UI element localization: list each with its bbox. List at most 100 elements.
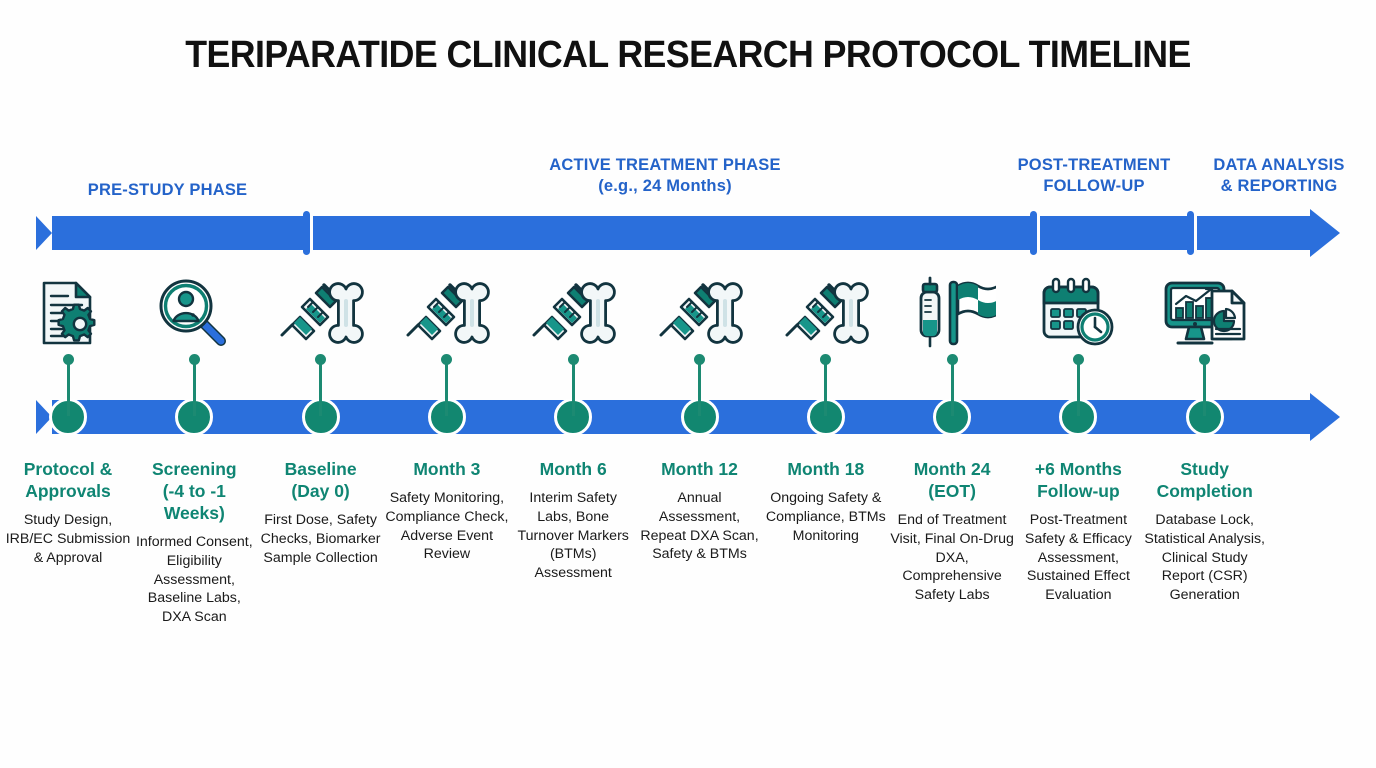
milestone-title: Month 12 <box>637 458 763 480</box>
phase-bar-segment-active <box>313 216 1030 250</box>
milestone-title: Baseline(Day 0) <box>258 458 384 502</box>
milestone-description: Database Lock, Statistical Analysis, Cli… <box>1144 512 1266 604</box>
milestone-title: Month 24(EOT) <box>889 458 1015 502</box>
syringe-bone-icon <box>763 272 889 354</box>
milestone-title-line-2: (-4 to -1 Weeks) <box>162 481 226 524</box>
person-magnifier-icon <box>131 272 257 354</box>
connector-line <box>66 362 70 416</box>
milestone-title: Protocol &Approvals <box>5 458 131 502</box>
milestone-title: Screening(-4 to -1 Weeks) <box>131 458 257 524</box>
connector-dot <box>946 354 958 365</box>
connector-dot <box>820 354 832 365</box>
milestone-description: Interim Safety Labs, Bone Turnover Marke… <box>517 490 629 581</box>
connector-line <box>1076 362 1080 416</box>
milestone-column[interactable]: Screening(-4 to -1 Weeks)Informed Consen… <box>131 272 257 627</box>
milestone-description: Safety Monitoring, Compliance Check, Adv… <box>385 490 509 563</box>
calendar-clock-icon <box>1015 272 1141 354</box>
phase-label-pre-study: PRE-STUDY PHASE <box>60 180 275 201</box>
syringe-bone-icon <box>510 272 636 354</box>
milestone-title-line-1: Month 24 <box>913 459 991 479</box>
connector-dot <box>1199 354 1211 365</box>
syringe-bone-icon <box>258 272 384 354</box>
syringe-flag-icon <box>889 272 1015 354</box>
connector-line <box>319 362 323 416</box>
milestone-connector <box>258 354 384 416</box>
milestone-column[interactable]: Month 6 Interim Safety Labs, Bone Turnove… <box>510 272 636 583</box>
connector-line <box>698 362 701 416</box>
connector-dot <box>694 354 705 365</box>
phase-bar-segment-pre-study <box>52 216 303 250</box>
phase-divider-3 <box>1187 211 1194 255</box>
milestone-title-line-1: Screening <box>151 459 237 479</box>
connector-line <box>445 362 449 416</box>
milestone-description: Annual Assessment, Repeat DXA Scan, Safe… <box>640 490 759 563</box>
milestone-title: Month 6 <box>510 458 636 480</box>
milestone-title: Month 18 <box>763 458 889 480</box>
milestone-title-line-1: Study <box>1180 459 1229 479</box>
phase-label-post-treatment: POST-TREATMENT FOLLOW-UP <box>988 155 1200 197</box>
milestone-title-line-2: (EOT) <box>928 481 976 502</box>
phase-bar-segment-analysis <box>1197 216 1310 250</box>
milestone-title-line-1: Month 12 <box>661 459 738 479</box>
milestone-title-line-1: Baseline <box>284 459 357 479</box>
phase-line-2: FOLLOW-UP <box>1043 177 1145 196</box>
milestone-description: End of Treatment Visit, Final On-Drug DX… <box>890 512 1014 604</box>
milestone-title-line-1: Month 3 <box>413 459 481 479</box>
milestone-title-line-2: Completion <box>1156 481 1253 502</box>
milestone-bar-arrowhead <box>1310 393 1340 441</box>
milestone-description: Ongoing Safety & Compliance, BTMs Monito… <box>765 490 886 544</box>
connector-line <box>824 362 828 416</box>
connector-line <box>1203 362 1207 416</box>
phase-line-1: PRE-STUDY PHASE <box>87 181 248 199</box>
phase-label-data-analysis: DATA ANALYSIS & REPORTING <box>1192 155 1366 197</box>
phase-line-2: (e.g., 24 Months) <box>598 177 732 196</box>
phase-line-1: DATA ANALYSIS <box>1213 156 1345 174</box>
connector-dot <box>441 354 453 365</box>
connector-dot <box>567 354 579 365</box>
connector-line <box>571 362 575 416</box>
milestone-title-line-2: Approvals <box>25 481 111 502</box>
syringe-bone-icon <box>637 272 763 354</box>
milestone-column[interactable]: Month 12 Annual Assessment, Repeat DXA Sc… <box>637 272 763 564</box>
connector-dot <box>188 354 200 365</box>
milestone-title-line-2: Follow-up <box>1037 481 1120 502</box>
page-title: TERIPARATIDE CLINICAL RESEARCH PROTOCOL … <box>185 34 1191 76</box>
milestone-connector <box>637 354 763 416</box>
milestone-connector <box>763 354 889 416</box>
connector-dot <box>1072 354 1084 365</box>
phase-bar-segment-post <box>1040 216 1187 250</box>
milestone-title-line-1: +6 Months <box>1034 459 1122 479</box>
milestone-title-line-1: Month 18 <box>787 459 865 479</box>
milestone-connector <box>1142 354 1268 416</box>
connector-dot <box>315 354 327 365</box>
milestone-description: Post-Treatment Safety & Efficacy Assessm… <box>1024 512 1132 604</box>
phase-line-1: ACTIVE TREATMENT PHASE <box>549 156 781 174</box>
phase-bar-arrowhead <box>1310 209 1340 257</box>
phase-bar-tail <box>36 216 52 250</box>
milestone-timeline-bar <box>36 393 1340 441</box>
monitor-report-icon <box>1142 272 1268 354</box>
phase-label-active-treatment: ACTIVE TREATMENT PHASE (e.g., 24 Months) <box>470 155 860 197</box>
connector-line <box>192 362 196 416</box>
milestone-column[interactable]: Month 24(EOT) End of Treatment Visit, Fin… <box>889 272 1015 605</box>
phase-label-band: PRE-STUDY PHASE ACTIVE TREATMENT PHASE (… <box>0 145 1376 260</box>
connector-dot <box>62 354 74 365</box>
document-gear-icon <box>5 272 131 354</box>
milestone-description: Study Design, IRB/EC Submission & Approv… <box>5 512 131 566</box>
milestone-description: First Dose, Safety Checks, Biomarker Sam… <box>260 512 381 566</box>
phase-divider-1 <box>303 211 310 255</box>
milestone-column[interactable]: Baseline(Day 0) First Dose, Safety Checks… <box>258 272 384 567</box>
phase-line-1: POST-TREATMENT <box>1017 156 1171 174</box>
milestone-connector <box>384 354 510 416</box>
milestone-connector <box>889 354 1015 416</box>
milestone-title-line-1: Protocol & <box>23 459 113 479</box>
milestone-column[interactable]: Month 18 Ongoing Safety & Compliance, BTM… <box>763 272 889 545</box>
milestone-column[interactable]: Month 3 Safety Monitoring, Compliance Che… <box>384 272 510 564</box>
milestone-connector <box>510 354 636 416</box>
